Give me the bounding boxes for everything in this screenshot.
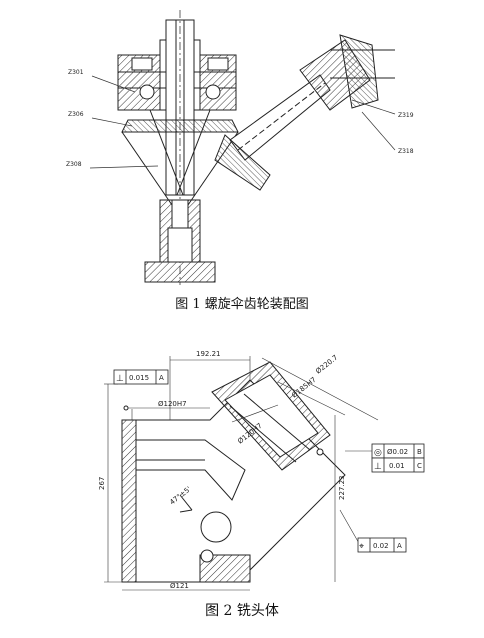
figure-2-caption: 图 2 铣头体 — [205, 603, 279, 619]
gdt-runout-symbol: ◎ — [374, 448, 382, 458]
gdt-position-symbol: ⌖ — [359, 542, 364, 552]
gdt-top-symbol: ⊥ — [116, 374, 124, 384]
callout-z306: Z306 — [68, 111, 84, 118]
gdt-perp-c-symbol: ⊥ — [374, 462, 382, 472]
gdt-runout-frame — [371, 443, 425, 473]
figure-2-milling-head-drawing: 192.21 Ø220.7 Ø185H7 Ø120H7 Ø120H7 267 2… — [98, 350, 425, 591]
dim-192-21: 192.21 — [196, 350, 221, 358]
bevel-gear — [121, 109, 239, 206]
callout-z301: Z301 — [68, 69, 84, 76]
gdt-runout-value: Ø0.02 — [387, 448, 408, 456]
dim-dia-120h7-top: Ø120H7 — [158, 400, 187, 408]
dim-267: 267 — [98, 477, 106, 490]
center-shaft — [165, 10, 195, 285]
gdt-perpendicularity-top — [113, 369, 169, 385]
gdt-position-frame — [357, 537, 407, 553]
figure-1-assembly-drawing: Z301 Z306 Z308 Z319 Z318 — [66, 10, 414, 285]
gdt-perp-c-datum: C — [417, 462, 422, 470]
dim-227-23: 227.23 — [338, 476, 346, 501]
gdt-position-value: 0.02 — [373, 542, 389, 550]
gdt-top-datum: A — [159, 374, 164, 382]
gdt-perp-c-value: 0.01 — [389, 462, 405, 470]
lower-spindle — [144, 199, 216, 283]
gdt-top-value: 0.015 — [129, 374, 149, 382]
angled-arm — [214, 34, 395, 191]
figure-1-caption: 图 1 螺旋伞齿轮装配图 — [175, 297, 309, 312]
dimension-lines — [104, 356, 379, 591]
gdt-position-datum: A — [397, 542, 402, 550]
milling-head-body — [121, 361, 346, 583]
dim-dia-121: Ø121 — [170, 582, 189, 590]
gdt-runout-datum: B — [417, 448, 422, 456]
callout-z318: Z318 — [398, 148, 414, 155]
callout-z308: Z308 — [66, 161, 82, 168]
dim-dia-185h7: Ø185H7 — [290, 376, 317, 400]
leader-lines — [89, 75, 396, 169]
callout-z319: Z319 — [398, 112, 414, 119]
dim-dia-220-7: Ø220.7 — [314, 354, 339, 376]
